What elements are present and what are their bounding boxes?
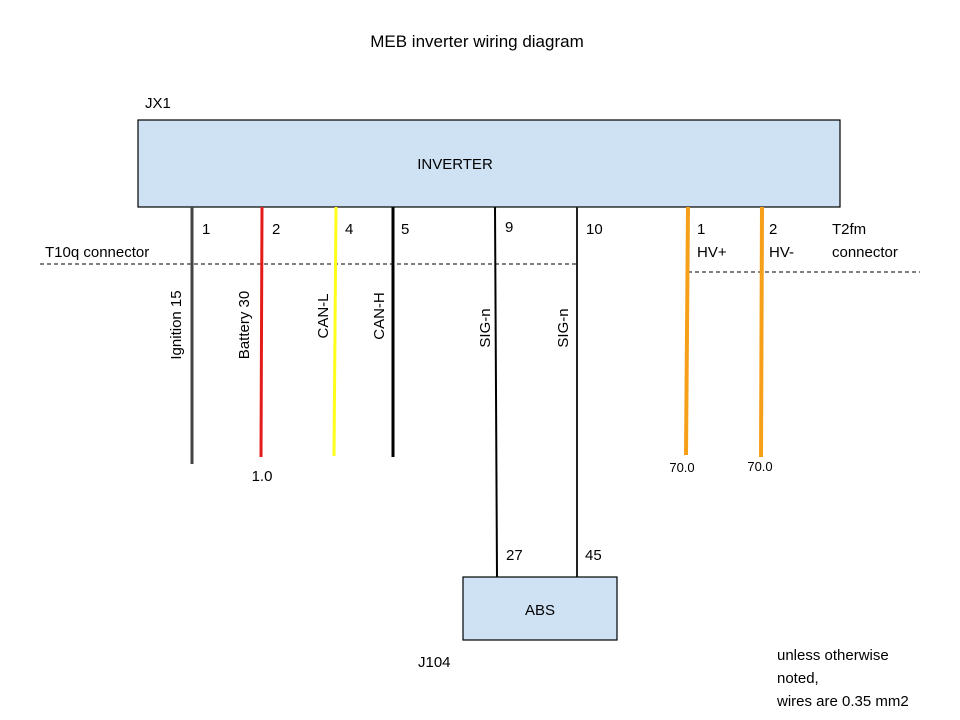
wire-hv-minus <box>759 206 764 458</box>
note-line: wires are 0.35 mm2 <box>776 693 909 710</box>
wire-name: SIG-n <box>477 308 494 347</box>
pin-number: 1 <box>697 221 705 238</box>
wire-sig-n-9 <box>494 206 498 578</box>
wire-gauge: 70.0 <box>747 459 772 474</box>
t2fm-connector-label-1: T2fm <box>832 221 866 238</box>
wire-name: CAN-L <box>315 293 332 338</box>
pin-number: 2 <box>272 221 280 238</box>
wire-name: Ignition 15 <box>168 290 185 359</box>
abs-pin-number: 27 <box>506 547 523 564</box>
pin-number: 2 <box>769 221 777 238</box>
abs-pin-number: 45 <box>585 547 602 564</box>
pin-number: 5 <box>401 221 409 238</box>
wire-gauge: 70.0 <box>669 460 694 475</box>
abs-id: J104 <box>418 654 451 671</box>
wire-gauge: 1.0 <box>252 468 273 485</box>
t10q-connector-label: T10q connector <box>45 244 149 261</box>
wire-hv-plus <box>684 206 690 456</box>
note-line: unless otherwise <box>777 647 889 664</box>
inverter-label: INVERTER <box>417 156 493 173</box>
pin-number: 4 <box>345 221 353 238</box>
inverter-id: JX1 <box>145 95 171 112</box>
wire-name: Battery 30 <box>236 291 253 359</box>
pin-number: 1 <box>202 221 210 238</box>
wire-name: SIG-n <box>555 308 572 347</box>
pin-number: 10 <box>586 221 603 238</box>
wire-name: HV- <box>769 244 794 261</box>
wire-battery-30 <box>259 206 264 458</box>
t2fm-connector-label-2: connector <box>832 244 898 261</box>
inverter-box <box>137 119 841 208</box>
abs-box <box>462 576 618 641</box>
wire-name: HV+ <box>697 244 727 261</box>
pin-number: 9 <box>505 219 513 236</box>
wire-can-l <box>332 206 338 457</box>
wire-name: CAN-H <box>371 292 388 340</box>
diagram-title: MEB inverter wiring diagram <box>370 32 584 51</box>
note-line: noted, <box>777 670 819 687</box>
abs-label: ABS <box>525 602 555 619</box>
